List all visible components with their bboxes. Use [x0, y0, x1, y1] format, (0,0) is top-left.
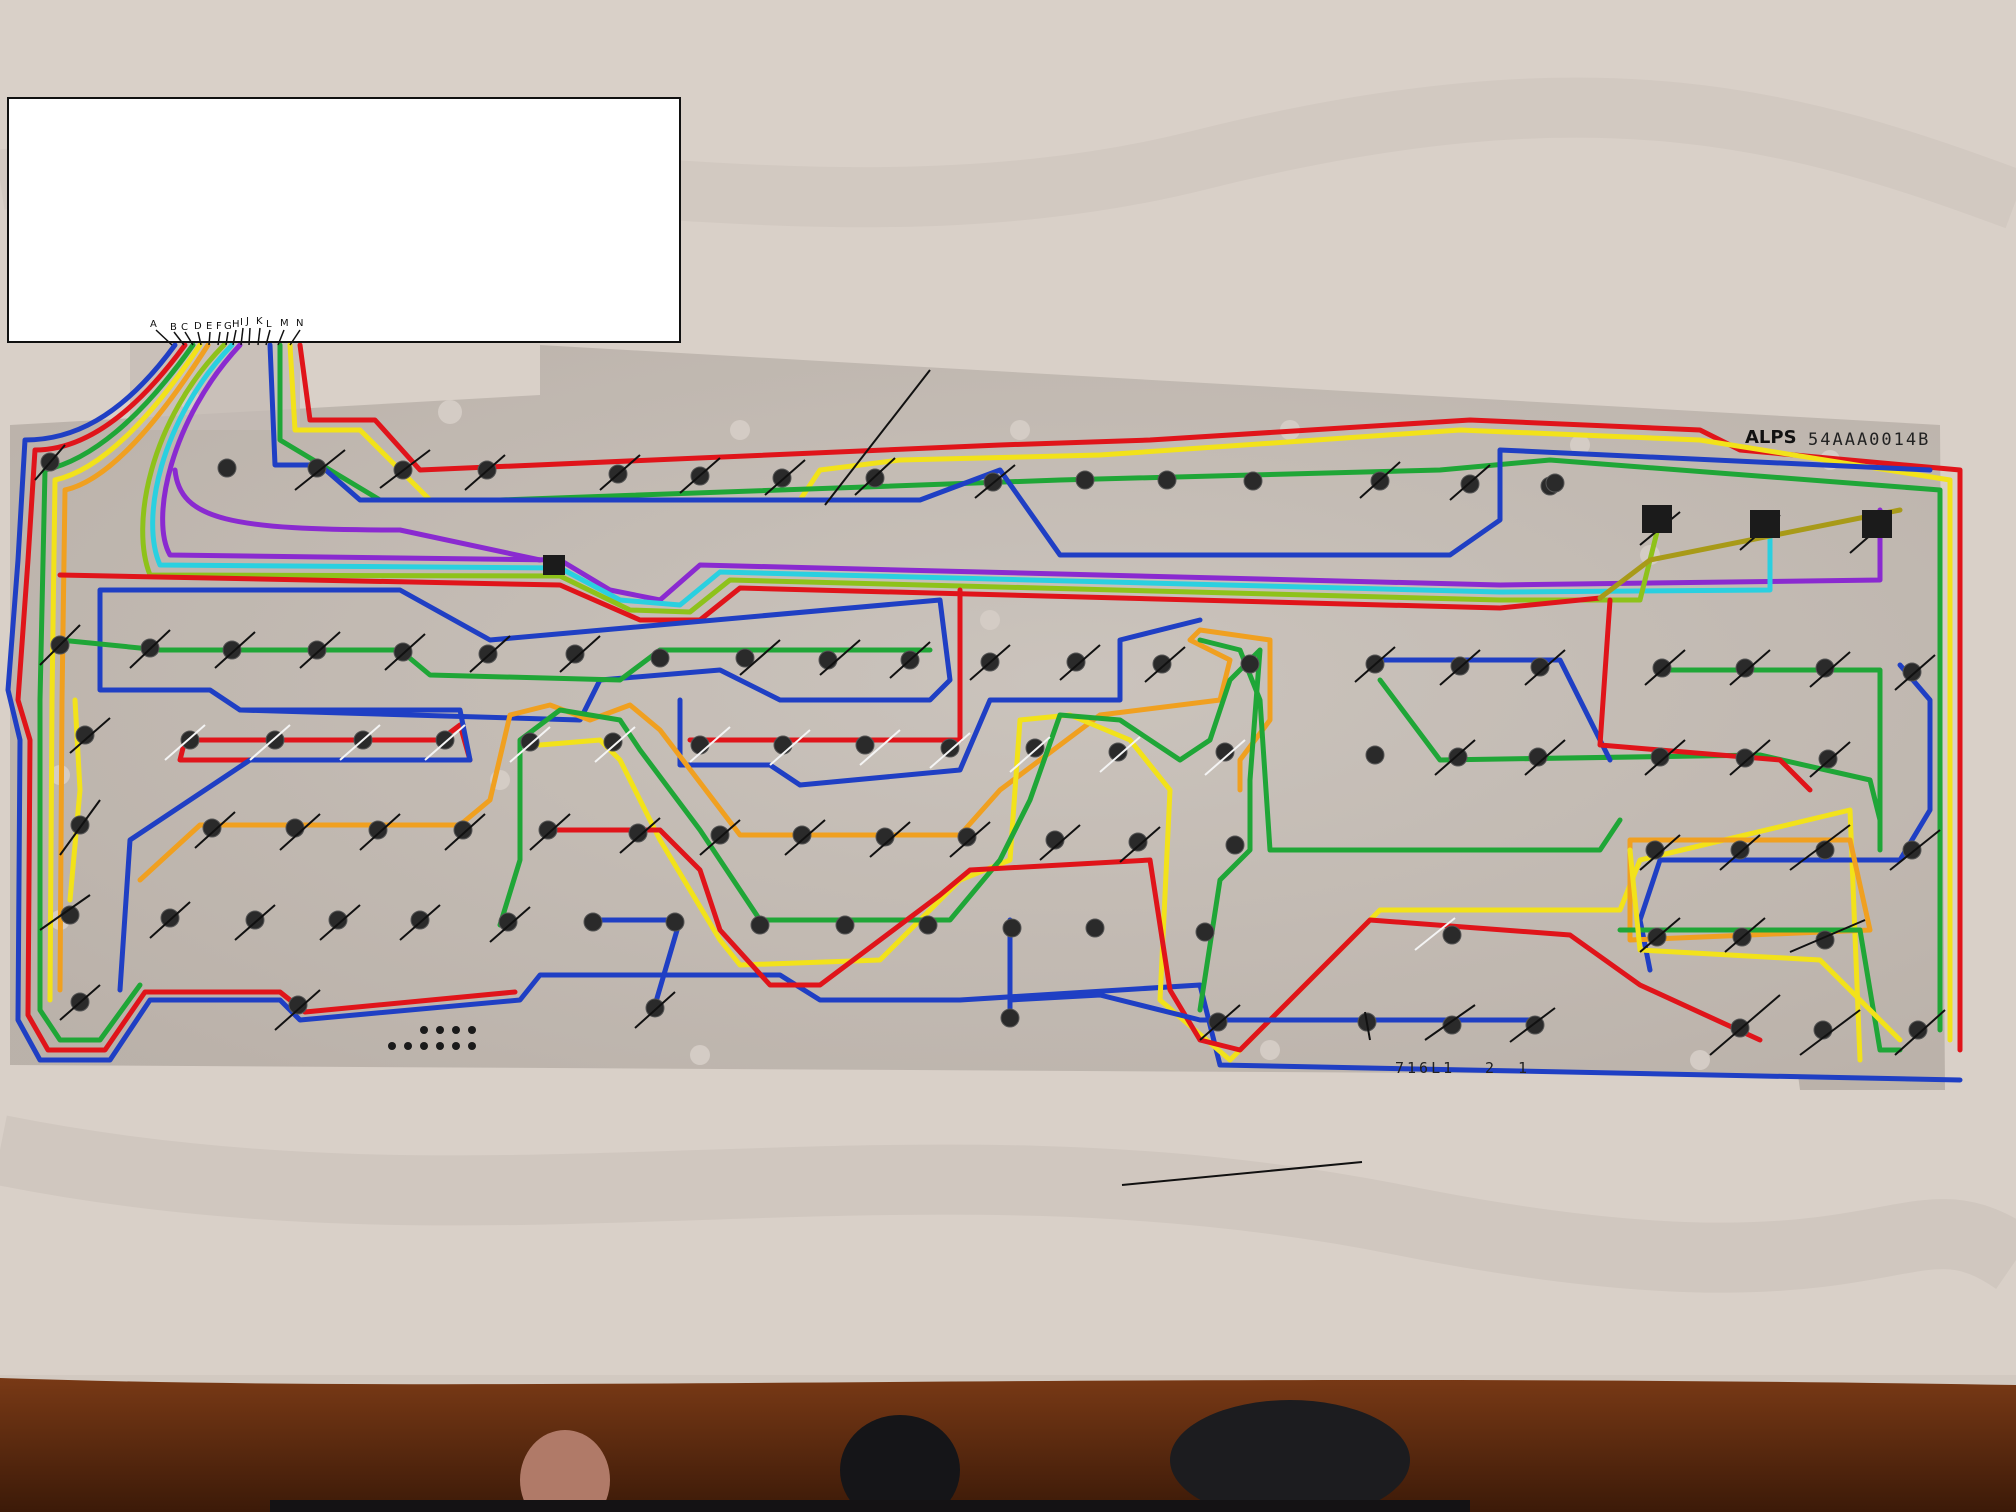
trace-olive-bus — [1597, 507, 1903, 601]
footer-number-1: 1 — [1518, 1059, 1527, 1077]
pin-label-b: B — [170, 322, 177, 333]
brand-logo: ALPS — [1745, 427, 1797, 448]
trace-blue-top — [267, 342, 1933, 558]
sheet-fold — [0, 1115, 2016, 1293]
trace-red-row5 — [547, 827, 1763, 1053]
trace-purple-stub — [172, 467, 543, 563]
trace-orange-outer — [57, 342, 211, 993]
foot-skin — [520, 1430, 610, 1512]
pin-label-j: J — [245, 316, 249, 327]
part-number: 54AAA0014B — [1808, 430, 1930, 450]
pin-label-c: C — [181, 322, 188, 333]
wooden-floor — [0, 1375, 2016, 1512]
pin-leads — [155, 327, 301, 346]
pin-label-box — [7, 97, 681, 343]
pin-label-l: L — [266, 319, 272, 330]
pin-label-e: E — [206, 321, 212, 332]
pin-label-h: H — [232, 319, 240, 330]
trace-blue-row2 — [97, 587, 953, 723]
pin-label-a: A — [150, 319, 157, 330]
trace-yellow-top — [287, 342, 1953, 1043]
trace-blue-outer — [5, 342, 1963, 1083]
trace-red-outer — [15, 342, 518, 1053]
sheet-edge — [0, 1375, 2016, 1385]
trace-purple-bus — [160, 342, 1883, 603]
trace-red-right — [1597, 597, 1813, 793]
footer-number-2: 2 — [1485, 1059, 1494, 1077]
trace-orange-right — [1627, 837, 1873, 943]
slash-marks — [34, 369, 1946, 1186]
trace-green-center — [1197, 637, 1623, 853]
trace-blue-right — [1367, 657, 1933, 973]
pin-label-k: K — [256, 316, 263, 327]
pin-label-i: I — [240, 317, 243, 328]
trace-green-row4 — [497, 647, 1263, 1013]
trace-yellow-outer — [47, 342, 203, 1003]
pin-label-m: M — [280, 318, 289, 329]
trace-green-outer — [37, 342, 196, 1043]
footer-code: 716L1 — [1395, 1059, 1455, 1077]
trace-lime-bus — [140, 342, 1663, 615]
rug — [270, 1500, 1470, 1512]
trace-green-right — [1377, 667, 1883, 853]
membrane-sheet — [10, 345, 1945, 1090]
trace-cyan-bus — [150, 342, 1773, 608]
trace-blue-row3 — [117, 707, 473, 993]
foot-shoe — [1170, 1400, 1410, 1512]
pin-label-n: N — [296, 318, 303, 329]
surface-components — [543, 505, 1892, 575]
pin-labels: A B C D E F G H I J K L M N — [150, 316, 303, 333]
pin-label-g: G — [224, 321, 232, 332]
white-slash-marks — [164, 724, 1456, 951]
trace-blue-row3b — [677, 617, 1203, 788]
trace-yellow-row4 — [67, 697, 1863, 1063]
trace-yellow-right — [1627, 847, 1903, 1043]
pin-label-d: D — [194, 321, 202, 332]
pin-label-f: F — [216, 321, 222, 332]
foot-shoe — [840, 1415, 960, 1512]
connector-pads — [388, 1026, 476, 1050]
